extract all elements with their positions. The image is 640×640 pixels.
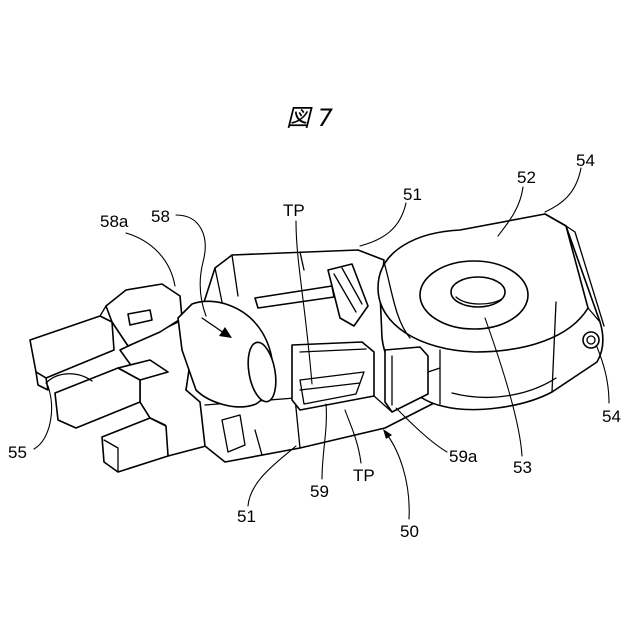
label-54-upper: 54 bbox=[576, 151, 595, 170]
label-51-lower: 51 bbox=[237, 507, 256, 526]
label-51-upper: 51 bbox=[403, 185, 422, 204]
boss-hole bbox=[451, 277, 505, 307]
label-50: 50 bbox=[400, 522, 419, 541]
label-58a: 58a bbox=[100, 212, 129, 231]
label-tp-upper: TP bbox=[283, 201, 305, 220]
claw-prong-upper bbox=[30, 316, 114, 378]
leader-55 bbox=[34, 386, 52, 449]
label-58: 58 bbox=[151, 207, 170, 226]
label-tp-lower: TP bbox=[353, 466, 375, 485]
leader-54-upper bbox=[545, 168, 581, 212]
label-52: 52 bbox=[517, 168, 536, 187]
label-59a: 59a bbox=[449, 447, 478, 466]
screw-hole-54 bbox=[583, 332, 599, 348]
figure-title: 図 7 bbox=[286, 104, 334, 132]
label-53: 53 bbox=[513, 458, 532, 477]
leader-50 bbox=[388, 436, 409, 519]
claw-section-55 bbox=[30, 284, 206, 472]
label-59: 59 bbox=[310, 482, 329, 501]
leader-58a bbox=[126, 233, 175, 286]
label-55: 55 bbox=[8, 443, 27, 462]
leader-51-upper bbox=[360, 203, 406, 246]
leader-50-arrow-head bbox=[383, 429, 392, 439]
label-54-right: 54 bbox=[602, 407, 621, 426]
claw-prong-middle bbox=[55, 368, 140, 428]
